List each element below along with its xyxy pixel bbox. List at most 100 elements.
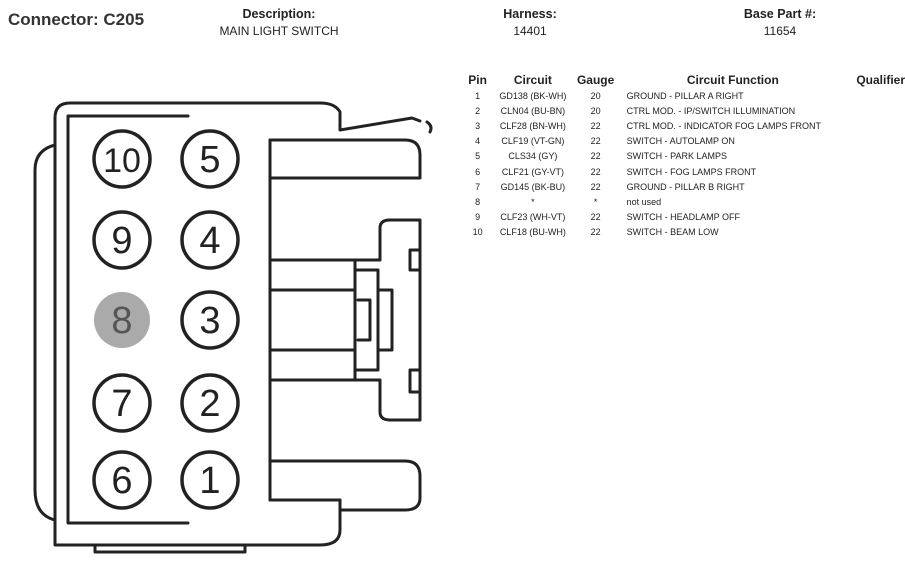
pin-cell: 7 — [475, 181, 481, 192]
function-cell: not used — [626, 196, 662, 207]
pin-number-label: 5 — [199, 139, 220, 181]
circuit-cell: CLN04 (BU-BN) — [500, 105, 566, 116]
pin-number-label: 3 — [199, 300, 220, 342]
pin-cell: 8 — [475, 196, 481, 207]
qualifier-cell — [847, 179, 905, 194]
pin-cavity-2: 2 — [180, 373, 240, 433]
pin-circle — [94, 292, 150, 348]
harness-block: Harness: 14401 — [480, 7, 580, 38]
pin-number-label: 6 — [111, 460, 132, 502]
circuit-cell: * — [531, 196, 535, 207]
description-value: MAIN LIGHT SWITCH — [219, 24, 339, 38]
table-row: 9 CLF23 (WH-VT) 22 SWITCH - HEADLAMP OFF — [462, 210, 905, 225]
base-part-value: 11654 — [763, 24, 797, 38]
function-cell: GROUND - PILLAR B RIGHT — [626, 181, 745, 192]
qualifier-cell — [847, 118, 905, 133]
function-cell: CTRL MOD. - INDICATOR FOG LAMPS FRONT — [626, 120, 821, 131]
pin-circle — [180, 450, 240, 510]
pin-circle — [180, 290, 240, 350]
pin-number-label: 8 — [111, 300, 132, 342]
harness-value: 14401 — [513, 24, 547, 38]
pin-number-label: 2 — [199, 383, 220, 425]
qualifier-cell — [847, 225, 905, 240]
qualifier-cell — [847, 164, 905, 179]
qualifier-cell — [847, 134, 905, 149]
gauge-cell: 22 — [590, 181, 601, 192]
header-circuit: Circuit — [513, 73, 552, 87]
pin-cavity-7: 7 — [92, 373, 152, 433]
gauge-cell: 22 — [590, 212, 601, 223]
gauge-cell: 22 — [590, 136, 601, 147]
function-cell: SWITCH - BEAM LOW — [626, 227, 719, 238]
pin-cell: 2 — [475, 105, 481, 116]
pin-cavity-9: 9 — [92, 210, 152, 270]
pin-cell: 4 — [475, 136, 481, 147]
pin-cavities: 10 5 9 4 8 3 7 2 6 1 — [92, 129, 240, 510]
description-block: Description: MAIN LIGHT SWITCH — [188, 7, 370, 38]
connector-title: Connector: C205 — [8, 10, 145, 29]
pinout-header-row: Pin Circuit Gauge Circuit Function Quali… — [462, 72, 905, 88]
base-part-label: Base Part #: — [743, 7, 817, 21]
pin-circle — [92, 373, 152, 433]
gauge-cell: 22 — [590, 151, 601, 162]
pin-cavity-1: 1 — [180, 450, 240, 510]
pin-cell: 3 — [475, 120, 481, 131]
pinout-table: Pin Circuit Gauge Circuit Function Quali… — [462, 72, 905, 240]
pin-cavity-6: 6 — [92, 450, 152, 510]
circuit-cell: CLF18 (BU-WH) — [499, 227, 566, 238]
pin-cell: 9 — [475, 212, 481, 223]
harness-label: Harness: — [503, 7, 557, 21]
circuit-cell: CLF21 (GY-VT) — [501, 166, 564, 177]
pin-cavity-4: 4 — [180, 210, 240, 270]
pin-circle — [92, 129, 152, 189]
qualifier-cell — [847, 210, 905, 225]
circuit-cell: GD138 (BK-WH) — [499, 90, 567, 101]
circuit-cell: CLF23 (WH-VT) — [500, 212, 566, 223]
qualifier-cell — [847, 88, 905, 103]
function-cell: SWITCH - AUTOLAMP ON — [626, 136, 735, 147]
pin-number-label: 4 — [199, 220, 220, 262]
gauge-cell: 22 — [590, 120, 601, 131]
pin-circle — [92, 450, 152, 510]
pin-cell: 6 — [475, 166, 481, 177]
gauge-cell: 20 — [590, 105, 601, 116]
connector-housing — [33, 101, 433, 554]
header-qualifier: Qualifier — [856, 73, 905, 87]
pin-cavity-5: 5 — [180, 129, 240, 189]
pin-number-label: 7 — [111, 383, 132, 425]
pin-cavity-3: 3 — [180, 290, 240, 350]
table-row: 8 * * not used — [462, 194, 905, 209]
qualifier-cell — [847, 194, 905, 209]
base-part-block: Base Part #: 11654 — [720, 7, 840, 38]
function-cell: GROUND - PILLAR A RIGHT — [626, 90, 744, 101]
gauge-cell: * — [593, 196, 598, 207]
pin-circle — [92, 210, 152, 270]
pin-number-label: 10 — [103, 142, 141, 180]
circuit-cell: CLF28 (BN-WH) — [499, 120, 566, 131]
pin-cell: 1 — [475, 90, 481, 101]
connector-face-diagram: 10 5 9 4 8 3 7 2 6 1 — [33, 101, 433, 554]
gauge-cell: 22 — [590, 227, 601, 238]
header-pin: Pin — [468, 73, 487, 87]
pin-number-label: 9 — [111, 220, 132, 262]
qualifier-cell — [847, 149, 905, 164]
gauge-cell: 22 — [590, 166, 601, 177]
function-cell: SWITCH - PARK LAMPS — [626, 151, 728, 162]
description-label: Description: — [242, 7, 316, 21]
pin-cell: 5 — [475, 151, 481, 162]
table-row: 7 GD145 (BK-BU) 22 GROUND - PILLAR B RIGHT — [462, 179, 905, 194]
pin-cavity-10: 10 — [92, 129, 152, 189]
function-cell: SWITCH - HEADLAMP OFF — [626, 212, 740, 223]
header-circuit-function: Circuit Function — [686, 73, 779, 87]
table-row: 5 CLS34 (GY) 22 SWITCH - PARK LAMPS — [462, 149, 905, 164]
table-row: 3 CLF28 (BN-WH) 22 CTRL MOD. - INDICATOR FO… — [462, 118, 905, 133]
pin-number-label: 1 — [199, 460, 220, 502]
circuit-cell: GD145 (BK-BU) — [500, 181, 566, 192]
pin-circle — [180, 373, 240, 433]
circuit-cell: CLS34 (GY) — [508, 151, 558, 162]
